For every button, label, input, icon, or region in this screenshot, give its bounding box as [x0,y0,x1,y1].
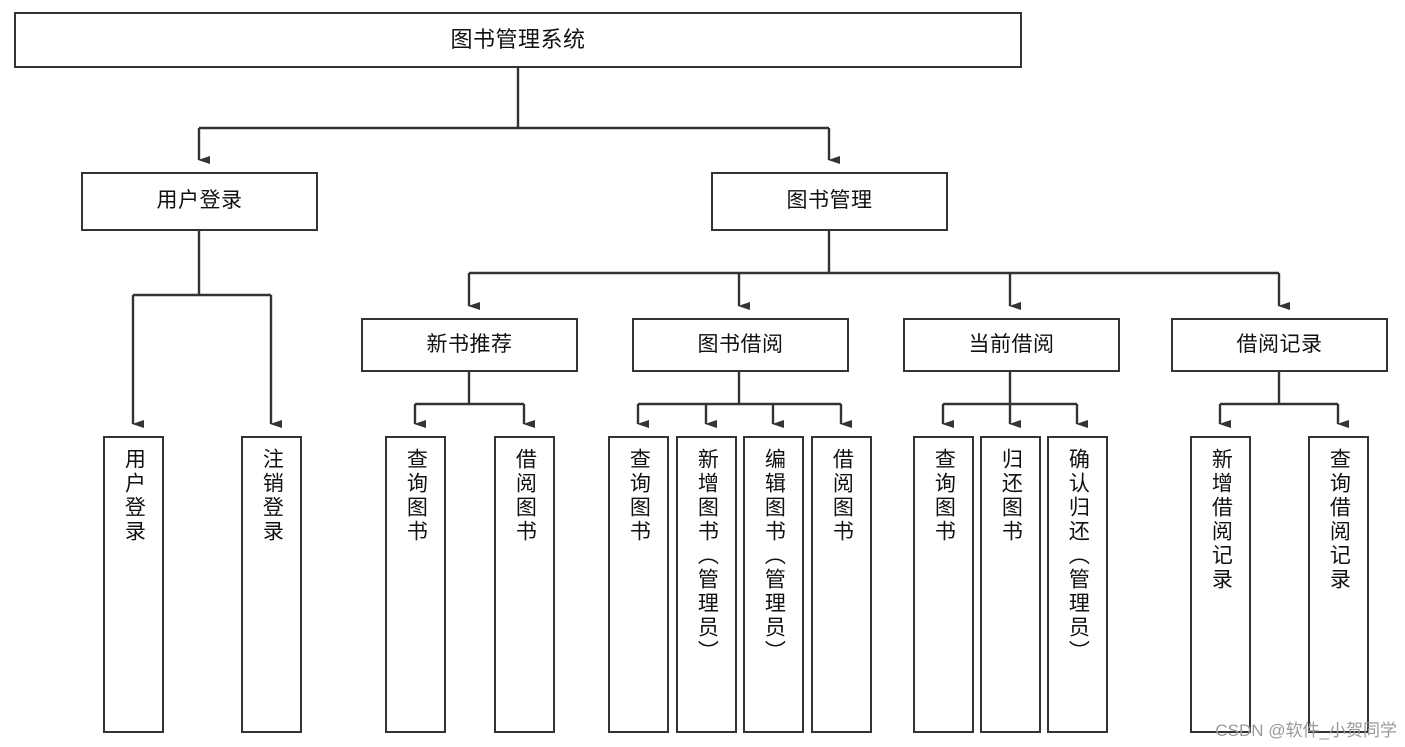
leaf-query-book-borrow[interactable]: 查询图书 [608,436,669,733]
node-label: 借阅图书 [830,448,854,544]
leaf-edit-book-admin[interactable]: 编辑图书（管理员） [743,436,804,733]
node-label: 确认归还（管理员） [1066,448,1090,664]
leaf-query-book-recommendation[interactable]: 查询图书 [385,436,446,733]
node-label: 查询图书 [404,448,428,544]
leaf-user-login[interactable]: 用户登录 [103,436,164,733]
node-label: 归还图书 [999,448,1023,544]
node-label: 用户登录 [156,189,243,213]
node-label: 注销登录 [260,448,284,544]
node-new-book-recommendation[interactable]: 新书推荐 [361,318,578,372]
node-book-borrow[interactable]: 图书借阅 [632,318,849,372]
node-label: 图书管理系统 [450,27,586,53]
node-user-login[interactable]: 用户登录 [81,172,318,231]
node-label: 新书推荐 [426,332,513,356]
node-label: 图书借阅 [697,332,784,356]
node-label: 借阅图书 [513,448,537,544]
node-borrow-record[interactable]: 借阅记录 [1171,318,1388,372]
node-label: 图书管理 [786,189,873,213]
node-label: 查询图书 [627,448,651,544]
node-label: 编辑图书（管理员） [762,448,786,664]
node-book-management[interactable]: 图书管理 [711,172,948,231]
leaf-add-book-admin[interactable]: 新增图书（管理员） [676,436,737,733]
leaf-user-logout[interactable]: 注销登录 [241,436,302,733]
leaf-borrow-book[interactable]: 借阅图书 [811,436,872,733]
node-label: 新增图书（管理员） [695,448,719,664]
node-label: 用户登录 [122,448,146,544]
node-label: 查询借阅记录 [1327,448,1351,592]
leaf-return-book[interactable]: 归还图书 [980,436,1041,733]
leaf-confirm-return-admin[interactable]: 确认归还（管理员） [1047,436,1108,733]
node-label: 借阅记录 [1236,332,1323,356]
leaf-add-borrow-record[interactable]: 新增借阅记录 [1190,436,1251,733]
leaf-borrow-book-recommendation[interactable]: 借阅图书 [494,436,555,733]
node-root-system[interactable]: 图书管理系统 [14,12,1022,68]
leaf-query-book-current[interactable]: 查询图书 [913,436,974,733]
leaf-query-borrow-record[interactable]: 查询借阅记录 [1308,436,1369,733]
node-current-borrow[interactable]: 当前借阅 [903,318,1120,372]
node-label: 新增借阅记录 [1209,448,1233,592]
node-label: 查询图书 [932,448,956,544]
node-label: 当前借阅 [968,332,1055,356]
